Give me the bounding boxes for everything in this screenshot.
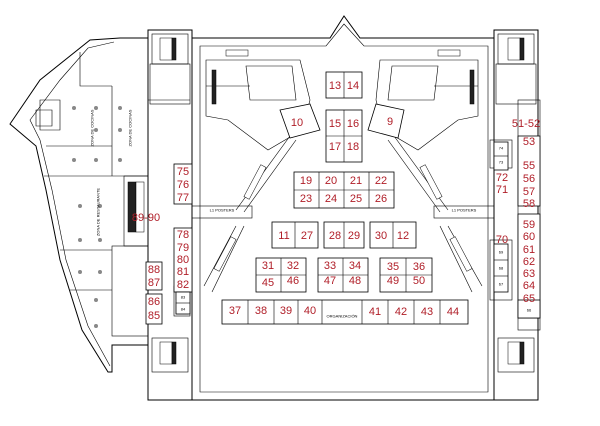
stand-label: 40 (304, 305, 316, 317)
stand-label: 35 (387, 261, 399, 273)
stand-label: 20 (325, 175, 337, 187)
stand-label: 21 (350, 175, 362, 187)
stand-label: 32 (287, 260, 299, 272)
stand-label: 65 (523, 293, 535, 305)
stand-label-small: 74 (499, 146, 504, 151)
stand-label: 11 (278, 230, 289, 242)
stand-label: 13 (329, 80, 341, 92)
stand-label: 46 (287, 275, 299, 287)
stand-label: 80 (177, 254, 189, 266)
stand-label-small: 73 (499, 160, 504, 165)
stand-label: 62 (523, 256, 535, 268)
stand-label: 55 (523, 160, 535, 172)
stand-label: 45 (262, 277, 274, 289)
stand-label: 19 (300, 175, 312, 187)
zone-label-restaurante: ZONA DE RESTAURANTE (96, 188, 101, 236)
stand-label: 82 (177, 279, 189, 291)
stand-label: 33 (324, 260, 336, 272)
stand-labels: 13 14 10 15 16 9 17 18 51-52 53 74 73 55… (132, 80, 540, 322)
stand-label: 48 (349, 275, 361, 287)
stand-label: 27 (301, 230, 313, 242)
zone-label-organizacion: ORGANIZACIÓN (327, 314, 358, 319)
stand-label: 86 (148, 296, 160, 308)
stand-label-small: 68 (499, 266, 504, 271)
stand-label: 23 (300, 193, 312, 205)
stand-label: 14 (347, 80, 359, 92)
stand-label: 70 (496, 234, 508, 246)
stand-label: 10 (291, 117, 303, 129)
stand-label: 36 (413, 261, 425, 273)
stand-label: 78 (177, 229, 189, 241)
stand-label: 81 (177, 266, 189, 278)
stand-label: 37 (229, 305, 241, 317)
stand-label-small: 69 (499, 250, 504, 255)
stand-label-small: 83 (181, 295, 186, 300)
stand-label: 24 (325, 193, 337, 205)
stand-label: 9 (387, 116, 393, 128)
zone-label-cocinas-a: ZONA DE COCINAS (90, 109, 95, 146)
stand-label: 75 (177, 166, 189, 178)
stand-label: 56 (523, 173, 535, 185)
stand-label: 16 (347, 118, 359, 130)
stand-label: 43 (421, 306, 433, 318)
stand-label: 58 (523, 198, 535, 210)
stand-label: 63 (523, 268, 535, 280)
stand-label: 12 (397, 230, 409, 242)
stand-label: 51-52 (512, 118, 540, 130)
stand-label: 50 (413, 275, 425, 287)
stand-label-small: 84 (181, 307, 186, 312)
main-hall: L1 POSTERS L1 POSTERS (191, 15, 495, 401)
stand-label: 61 (523, 244, 535, 256)
stand-label: 64 (523, 280, 535, 292)
stand-label: 88 (148, 264, 160, 276)
stand-label: 28 (329, 230, 341, 242)
stand-label-small: 67 (499, 282, 504, 287)
stand-label: 71 (496, 184, 508, 196)
stand-label: 57 (523, 186, 535, 198)
stand-label: 79 (177, 242, 189, 254)
stand-label: 41 (369, 306, 381, 318)
left-wing: ZONA DE COCINAS ZONA DE COCINAS ZONA DE … (9, 37, 190, 373)
stand-label: 77 (177, 192, 189, 204)
stand-label: 44 (447, 306, 459, 318)
zone-label-posters-left: L1 POSTERS (210, 208, 235, 213)
stand-label: 26 (375, 193, 387, 205)
booths: ORGANIZACIÓN (145, 71, 541, 325)
zone-label-posters-right: L1 POSTERS (452, 208, 477, 213)
stand-label: 17 (329, 141, 341, 153)
stand-label: 85 (148, 310, 160, 322)
stand-label: 29 (348, 230, 360, 242)
stand-label: 53 (523, 136, 535, 148)
stand-label: 39 (280, 305, 292, 317)
stand-label: 22 (375, 175, 387, 187)
stand-label: 31 (262, 260, 274, 272)
stand-label: 30 (375, 230, 387, 242)
stand-label: 15 (329, 118, 341, 130)
stand-label: 38 (255, 305, 267, 317)
stand-label: 89-90 (132, 212, 160, 224)
stand-label: 49 (387, 275, 399, 287)
stand-label: 18 (347, 141, 359, 153)
stand-label: 25 (350, 193, 362, 205)
stand-label-small: 66 (527, 308, 532, 313)
stand-label: 34 (349, 260, 361, 272)
zone-label-cocinas-b: ZONA DE COCINAS (128, 109, 133, 146)
stand-label: 47 (324, 275, 336, 287)
stand-label: 72 (496, 172, 508, 184)
stand-label: 76 (177, 179, 189, 191)
stand-label: 87 (148, 277, 160, 289)
stand-label: 59 (523, 219, 535, 231)
stand-label: 60 (523, 231, 535, 243)
stand-label: 42 (395, 306, 407, 318)
